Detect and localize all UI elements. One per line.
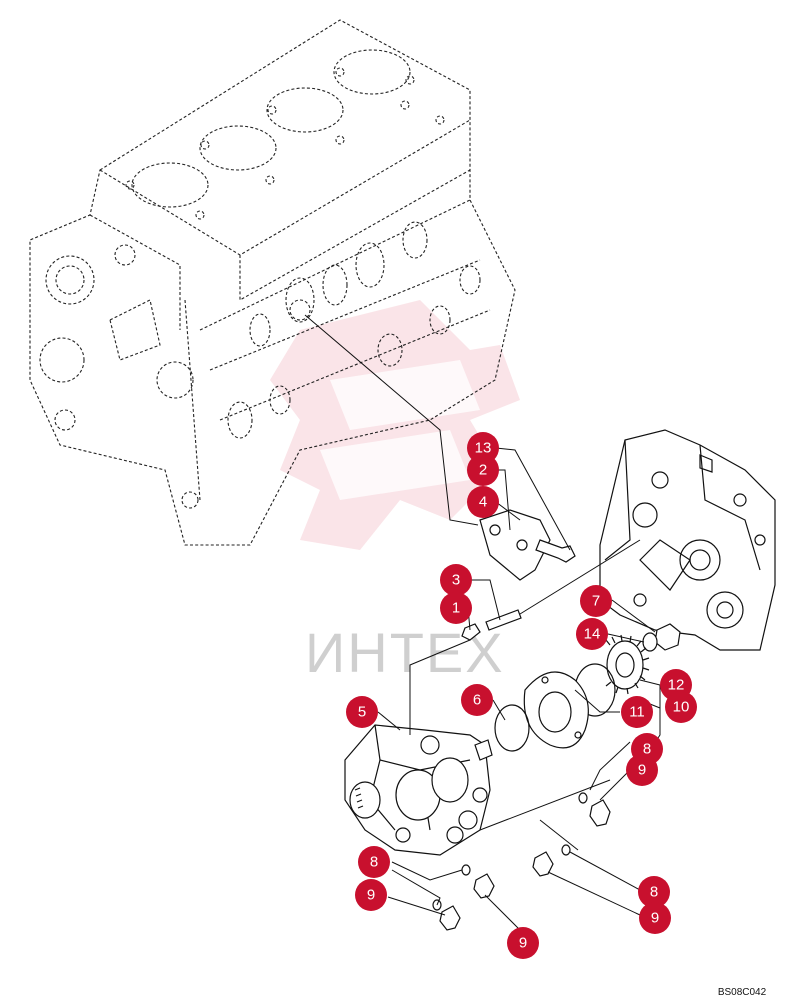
fitting-9d [439, 905, 461, 931]
callout-label-4: 4 [479, 494, 487, 511]
stud [485, 609, 522, 631]
watermark-logo [270, 300, 520, 550]
callout-label-9a: 9 [638, 762, 646, 779]
callout-label-1: 1 [452, 600, 460, 617]
callout-6: 6 [461, 684, 493, 716]
callout-label-9c: 9 [651, 910, 659, 927]
callout-label-9d: 9 [519, 935, 527, 952]
fitting-9b [532, 851, 554, 877]
drive-gear [605, 634, 650, 695]
callout-9a: 9 [626, 754, 658, 786]
callout-11: 11 [621, 696, 653, 728]
callout-label-8b: 8 [370, 854, 378, 871]
callout-label-10: 10 [673, 699, 690, 716]
o-ring-8c [461, 864, 471, 876]
pump-gasket [523, 671, 589, 749]
diagram-code: BS08C042 [718, 987, 767, 998]
callout-2: 2 [467, 454, 499, 486]
fitting-9c [473, 873, 495, 899]
bracket-bolt [535, 539, 576, 563]
callout-14: 14 [576, 618, 608, 650]
callout-4: 4 [467, 486, 499, 518]
o-ring-8b [561, 844, 571, 856]
callout-label-2: 2 [479, 462, 487, 479]
o-ring-6 [494, 704, 530, 752]
callout-10: 10 [665, 691, 697, 723]
callout-label-14: 14 [584, 626, 601, 643]
callout-7: 7 [580, 585, 612, 617]
leader-lines [304, 314, 661, 931]
callout-label-11: 11 [629, 704, 645, 721]
callout-label-5: 5 [358, 704, 366, 721]
nut [461, 623, 481, 641]
o-ring-8d [432, 899, 442, 911]
engine-block [29, 19, 516, 546]
callout-9b: 9 [355, 879, 387, 911]
callout-9d: 9 [507, 927, 539, 959]
callout-8b: 8 [358, 846, 390, 878]
callout-9c: 9 [639, 902, 671, 934]
callout-label-6: 6 [473, 692, 481, 709]
callout-label-13: 13 [475, 440, 492, 457]
o-ring-8a [578, 792, 588, 804]
injection-pump [344, 724, 493, 856]
callout-8c: 8 [638, 876, 670, 908]
callout-label-3: 3 [452, 572, 460, 589]
callout-label-8c: 8 [650, 884, 658, 901]
fitting-9a [589, 799, 611, 827]
callout-label-8a: 8 [643, 741, 651, 758]
callout-3: 3 [440, 564, 472, 596]
callout-13: 13 [467, 432, 499, 464]
callout-1: 1 [440, 592, 472, 624]
callout-label-7: 7 [592, 593, 600, 610]
callout-label-9b: 9 [367, 887, 375, 904]
gear-housing [599, 429, 776, 651]
pump-bracket [479, 509, 551, 581]
callout-5: 5 [346, 696, 378, 728]
callout-label-12: 12 [668, 677, 685, 694]
